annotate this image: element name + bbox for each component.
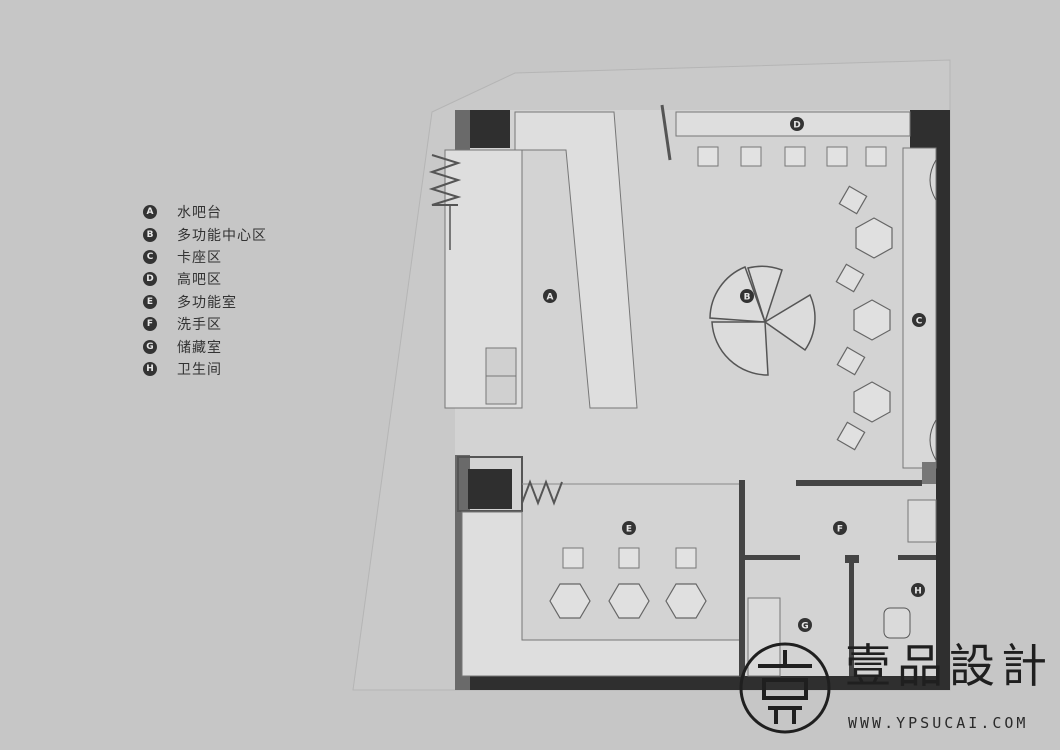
legend-item: C 卡座区	[143, 246, 267, 268]
zone-marker-e: E	[622, 521, 636, 535]
round-table-seating	[709, 265, 816, 376]
logo-wordmark: 壹品設計	[845, 639, 1053, 693]
wash-basin	[907, 499, 937, 543]
legend-item: F 洗手区	[143, 313, 267, 335]
legend-label: 水吧台	[177, 205, 222, 222]
legend-item: A 水吧台	[143, 201, 267, 223]
zone-marker-b: B	[740, 289, 754, 303]
wall-g-h	[849, 555, 854, 676]
wall-f-top	[796, 480, 922, 486]
column-top-left	[470, 110, 510, 148]
pillar-f	[845, 555, 859, 563]
column-top-right	[910, 110, 950, 148]
zone-marker-g: G	[798, 618, 812, 632]
legend-badge: E	[143, 294, 157, 309]
legend-item: B 多功能中心区	[143, 223, 267, 245]
main-floor	[455, 110, 947, 485]
bar-rail	[660, 104, 672, 161]
svg-text:B: B	[744, 293, 751, 303]
legend-badge: C	[143, 249, 157, 264]
legend-item: H 卫生间	[143, 358, 267, 380]
zone-markers: A B C D E F G H	[543, 117, 926, 632]
booth-bench	[902, 147, 937, 469]
svg-text:C: C	[916, 317, 923, 327]
room-e-stools	[562, 547, 697, 569]
svg-text:F: F	[837, 525, 843, 535]
toilet	[883, 607, 911, 639]
legend-item: G 储藏室	[143, 335, 267, 357]
stair-symbol-lower	[521, 479, 563, 506]
legend-label: 洗手区	[177, 317, 222, 334]
legend-item: E 多功能室	[143, 291, 267, 313]
svg-text:H: H	[914, 587, 922, 597]
booth-tables	[835, 185, 893, 451]
wall-right	[936, 110, 950, 690]
svg-text:D: D	[793, 121, 800, 131]
legend-badge: G	[143, 339, 157, 354]
legend-item: D 高吧区	[143, 268, 267, 290]
zone-marker-h: H	[911, 583, 925, 597]
legend-label: 卡座区	[177, 249, 222, 266]
legend-label: 储藏室	[177, 339, 222, 356]
logo-seal	[739, 642, 831, 734]
room-e-tables	[549, 583, 707, 619]
plant-right	[929, 159, 937, 461]
legend-label: 卫生间	[177, 361, 222, 378]
legend-badge: A	[143, 205, 157, 220]
legend-badge: D	[143, 272, 157, 287]
storage-shelf	[747, 597, 781, 677]
wall-h-top-right	[898, 555, 936, 560]
zone-marker-c: C	[912, 313, 926, 327]
svg-text:E: E	[626, 525, 632, 535]
svg-text:A: A	[547, 293, 554, 303]
small-box	[922, 462, 936, 484]
svg-text:G: G	[801, 622, 808, 632]
zone-marker-f: F	[833, 521, 847, 535]
column-middle	[468, 469, 512, 509]
bar-stools	[697, 146, 887, 167]
legend-label: 多功能室	[177, 294, 237, 311]
zone-marker-a: A	[543, 289, 557, 303]
stair-symbol	[428, 154, 462, 206]
legend-badge: F	[143, 317, 157, 332]
wall-f-left	[739, 480, 745, 676]
wall-g-top-left	[745, 555, 800, 560]
zone-marker-d: D	[790, 117, 804, 131]
logo-website: WWW.YPSUCAI.COM	[848, 714, 1029, 732]
legend: A 水吧台 B 多功能中心区 C 卡座区 D 高吧区 E 多功能室 F 洗手区 G 储藏室 H 卫生间	[143, 201, 267, 380]
legend-badge: H	[143, 361, 157, 376]
legend-label: 多功能中心区	[177, 227, 267, 244]
legend-label: 高吧区	[177, 272, 222, 289]
legend-badge: B	[143, 227, 157, 242]
wall-left-upper	[455, 110, 470, 150]
